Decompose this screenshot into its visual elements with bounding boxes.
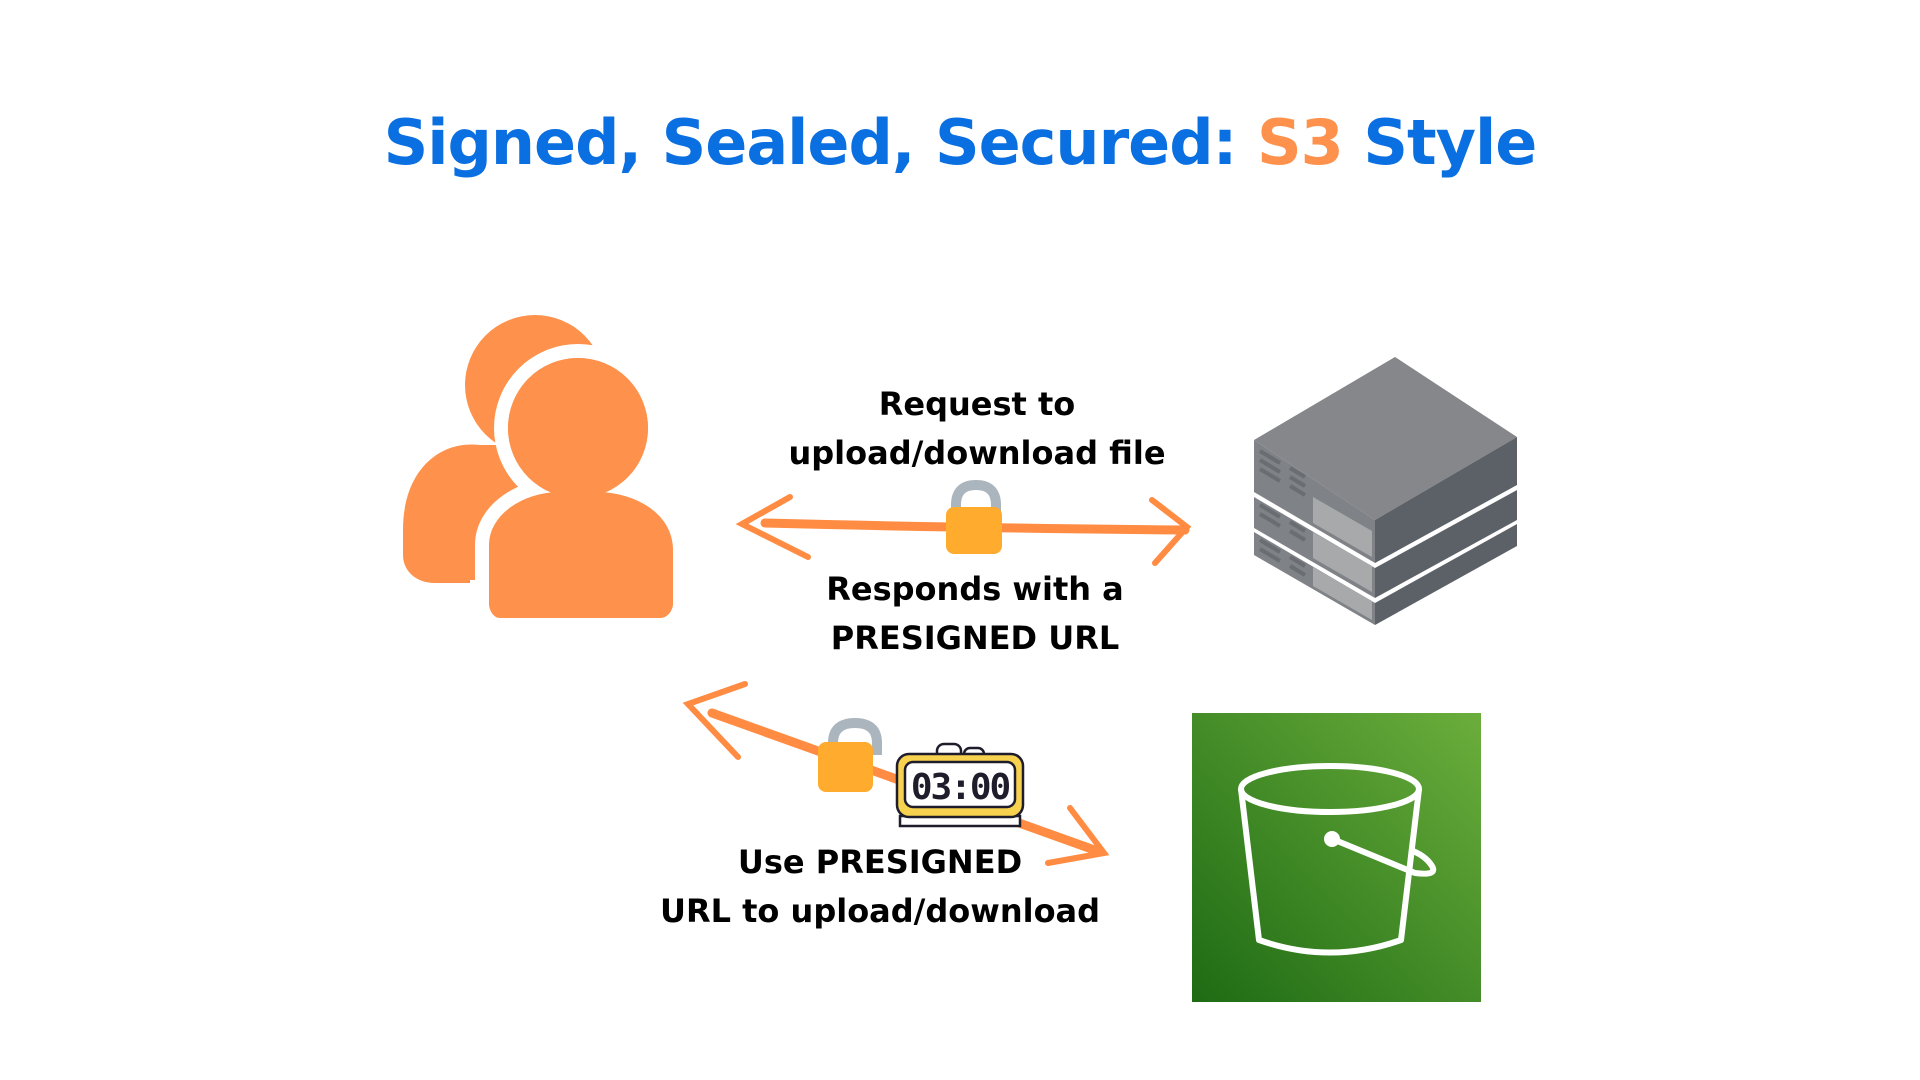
server-unit-top [1254, 357, 1517, 563]
label-line: Responds with a [826, 570, 1124, 608]
arrow-head-right [1149, 497, 1192, 566]
arrow-head-left [682, 681, 748, 760]
users-icon [403, 315, 687, 632]
server-unit-bottom [1254, 524, 1517, 625]
label-line: upload/download file [788, 434, 1166, 472]
lock-icon [818, 717, 882, 792]
label-use-presigned-url: Use PRESIGNED URL to upload/download [655, 838, 1105, 936]
clock-display: 03:00 [911, 767, 1010, 808]
label-request-upload-download: Request to upload/download file [777, 380, 1177, 478]
server-stack-icon [1254, 357, 1517, 625]
alarm-clock-icon [895, 742, 1025, 828]
arrow-head-left [735, 494, 811, 560]
server-vents [1258, 449, 1307, 577]
label-line: Use PRESIGNED [737, 843, 1023, 881]
label-line: PRESIGNED URL [830, 619, 1120, 657]
user-front-fill [489, 358, 673, 618]
label-line: Request to [878, 385, 1076, 423]
lock-icon [946, 479, 1002, 554]
label-line: URL to upload/download [659, 892, 1101, 930]
title-accent-s3: S3 [1256, 106, 1344, 179]
arrow-head-right [1045, 805, 1110, 866]
page-title: Signed, Sealed, Secured: S3 Style [0, 106, 1920, 179]
s3-bucket-icon [1192, 713, 1481, 1002]
server-unit-middle [1254, 490, 1517, 598]
label-responds-presigned-url: Responds with a PRESIGNED URL [775, 565, 1175, 663]
title-part-2: Style [1342, 106, 1537, 179]
title-part-1: Signed, Sealed, Secured: [383, 106, 1257, 179]
